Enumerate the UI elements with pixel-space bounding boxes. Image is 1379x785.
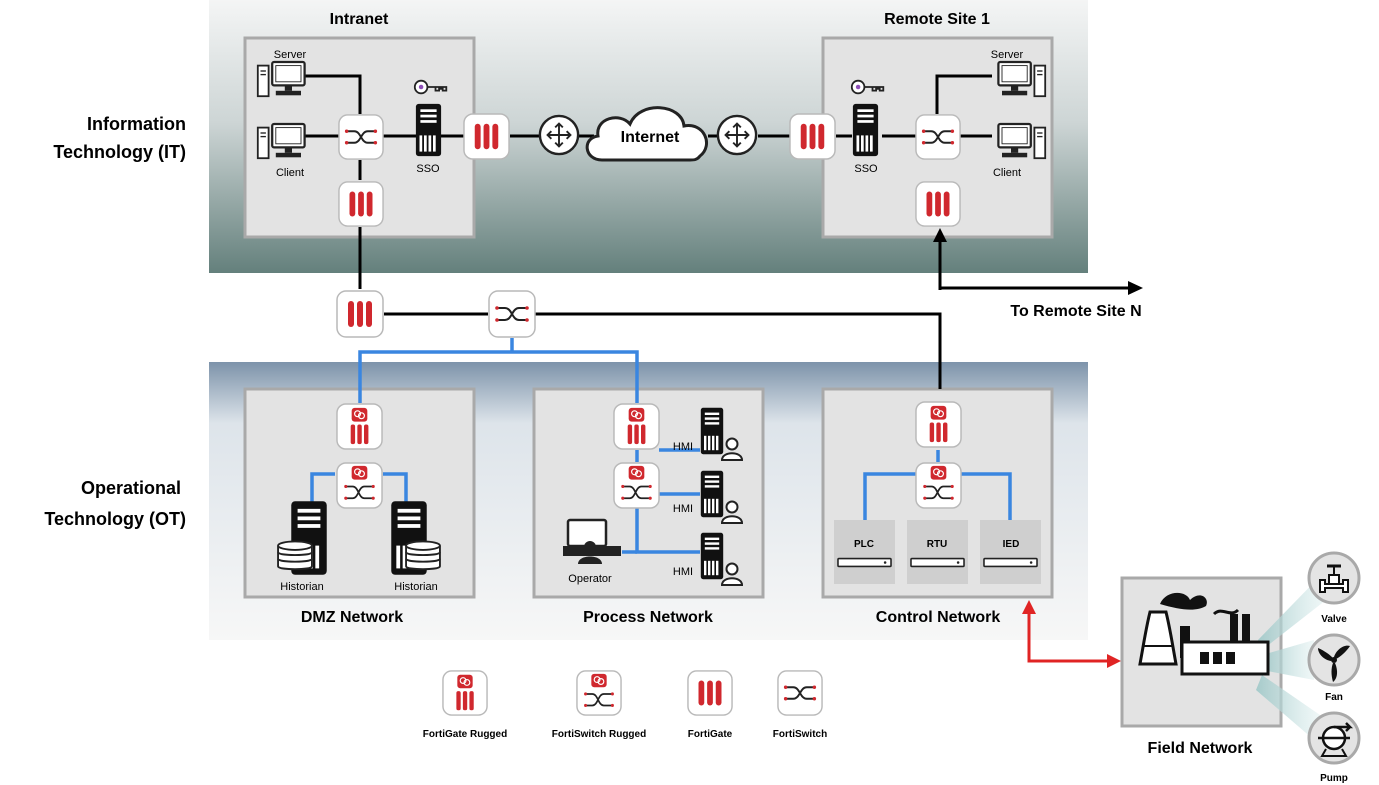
hmi-server-1[interactable]: [700, 407, 724, 455]
valve-label: Valve: [1321, 614, 1347, 625]
hmi-server-2[interactable]: [700, 470, 724, 518]
intranet-title: Intranet: [330, 11, 389, 28]
core-fortiswitch[interactable]: [488, 290, 536, 338]
remote-server-label: Server: [991, 49, 1024, 61]
hmi-server-3[interactable]: [700, 532, 724, 580]
internet-cloud-icon: [585, 106, 708, 162]
database-icon: [405, 540, 441, 571]
control-network-title: Control Network: [876, 609, 1001, 626]
process-fortigate-rugged[interactable]: [613, 403, 660, 450]
dmz-fortiswitch-rugged[interactable]: [336, 462, 383, 509]
remote-sso-server[interactable]: [852, 103, 879, 157]
remote-site-n-arrow: [933, 228, 1143, 295]
process-network-title: Process Network: [583, 609, 713, 626]
intranet-sso-label: SSO: [416, 163, 440, 175]
ot-zone-label-1: Operational: [81, 478, 181, 498]
process-fortiswitch-rugged[interactable]: [613, 462, 660, 509]
remote-client-label: Client: [993, 167, 1021, 179]
router-icon-right: [716, 114, 758, 156]
it-zone-label-2: Technology (IT): [53, 142, 186, 162]
plc-device[interactable]: [834, 520, 895, 584]
intranet-edge-fortigate[interactable]: [463, 113, 510, 160]
field-rays: [1256, 570, 1326, 745]
factory-icon: [1138, 592, 1270, 676]
historian-right-label: Historian: [394, 581, 437, 593]
it-links: [300, 74, 992, 389]
intranet-server-label: Server: [274, 49, 307, 61]
database-icon: [277, 540, 313, 571]
valve-icon[interactable]: [1307, 551, 1361, 605]
legend-fortigate-label: FortiGate: [688, 729, 733, 740]
intranet-server[interactable]: [256, 60, 306, 98]
legend: FortiGate Rugged FortiSwitch Rugged Fort…: [423, 670, 827, 740]
remote-server[interactable]: [997, 60, 1047, 98]
remote-sso-label: SSO: [854, 163, 878, 175]
legend-fortigate-rugged-icon: [442, 670, 488, 716]
legend-fortiswitch-label: FortiSwitch: [773, 729, 827, 740]
legend-fortigate-icon: [687, 670, 733, 716]
remote-edge-fortigate[interactable]: [789, 113, 836, 160]
intranet-lower-fortigate[interactable]: [338, 181, 384, 227]
remote-fortiswitch[interactable]: [915, 114, 961, 160]
ied-device[interactable]: [980, 520, 1041, 584]
operator-station[interactable]: [563, 518, 621, 564]
internet-label: Internet: [621, 129, 680, 146]
plc-label: PLC: [854, 539, 874, 550]
fan-icon[interactable]: [1307, 633, 1361, 687]
rtu-device[interactable]: [907, 520, 968, 584]
core-fortigate[interactable]: [336, 290, 384, 338]
legend-fortiswitch-icon: [777, 670, 823, 716]
dmz-fortigate-rugged[interactable]: [336, 403, 383, 450]
control-fortigate-rugged[interactable]: [915, 401, 962, 448]
intranet-client[interactable]: [256, 122, 306, 160]
dmz-network-title: DMZ Network: [301, 609, 403, 626]
ied-label: IED: [1003, 539, 1020, 550]
ot-links: [310, 338, 1012, 554]
it-zone-label-1: Information: [87, 114, 186, 134]
hmi-1-label: HMI: [673, 441, 693, 453]
intranet-fortiswitch[interactable]: [338, 114, 384, 160]
remote-lower-fortigate[interactable]: [915, 181, 961, 227]
field-network-title: Field Network: [1148, 740, 1253, 757]
control-fortiswitch-rugged[interactable]: [915, 462, 962, 509]
field-link: [1022, 600, 1121, 668]
remote-site-title: Remote Site 1: [884, 11, 990, 28]
hmi-3-label: HMI: [673, 566, 693, 578]
pump-icon[interactable]: [1307, 711, 1361, 765]
legend-fortiswitch-rugged-icon: [576, 670, 622, 716]
remote-client[interactable]: [997, 122, 1047, 160]
hmi-2-label: HMI: [673, 503, 693, 515]
to-remote-site-n-label: To Remote Site N: [1010, 303, 1141, 320]
intranet-sso-server[interactable]: [415, 103, 442, 157]
rtu-label: RTU: [927, 539, 948, 550]
pump-label: Pump: [1320, 773, 1348, 784]
fan-label: Fan: [1325, 692, 1343, 703]
legend-fortigate-rugged-label: FortiGate Rugged: [423, 729, 507, 740]
intranet-client-label: Client: [276, 167, 304, 179]
ot-zone-label-2: Technology (OT): [44, 509, 186, 529]
legend-fortiswitch-rugged-label: FortiSwitch Rugged: [552, 729, 646, 740]
operator-label: Operator: [568, 573, 612, 585]
router-icon-left: [538, 114, 580, 156]
historian-left-label: Historian: [280, 581, 323, 593]
